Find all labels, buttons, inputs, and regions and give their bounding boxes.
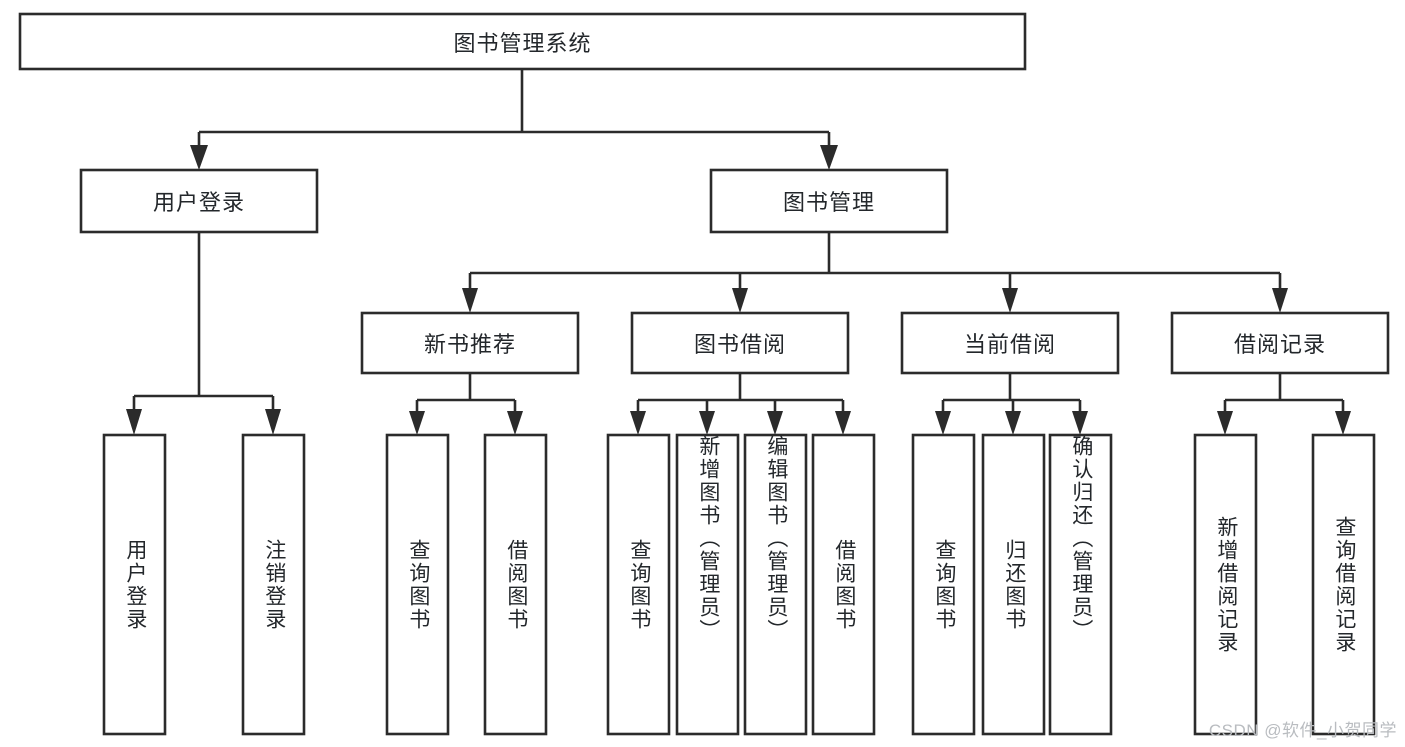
node-box-leaf-user-login[interactable] — [102, 433, 167, 736]
arrow-head-book-borrow — [732, 288, 748, 313]
node-box-leaf-return-book[interactable] — [981, 433, 1046, 736]
node-box-leaf-query-book-1[interactable] — [385, 433, 450, 736]
node-box-leaf-edit-book[interactable] — [743, 433, 808, 736]
arrow-head-user-login — [190, 145, 208, 170]
arrow-head-leaf-logout-login — [265, 409, 281, 435]
node-box-leaf-query-borrow-record[interactable] — [1311, 433, 1376, 736]
arrow-head-leaf-user-login — [126, 409, 142, 435]
arrow-head-leaf-query-book-1 — [409, 411, 425, 435]
node-box-leaf-add-book[interactable] — [675, 433, 740, 736]
arrow-head-leaf-borrow-book-1 — [507, 411, 523, 435]
arrow-head-leaf-query-book-2 — [630, 411, 646, 435]
node-box-leaf-query-book-3[interactable] — [911, 433, 976, 736]
arrow-head-leaf-query-book-3 — [935, 411, 951, 435]
node-box-user-login[interactable] — [79, 168, 319, 234]
arrow-head-leaf-query-borrow-record — [1335, 411, 1351, 435]
connector-layer — [126, 69, 1351, 435]
node-box-leaf-borrow-book-1[interactable] — [483, 433, 548, 736]
node-box-book-borrow[interactable] — [630, 311, 850, 375]
arrow-head-leaf-edit-book — [767, 411, 783, 435]
arrow-head-current-borrow — [1002, 288, 1018, 313]
node-box-leaf-query-book-2[interactable] — [606, 433, 671, 736]
arrow-head-leaf-add-borrow-record — [1217, 411, 1233, 435]
node-layer — [18, 12, 1390, 736]
arrow-head-new-book-recommend — [462, 288, 478, 313]
arrow-head-leaf-confirm-return — [1072, 411, 1088, 435]
node-box-root[interactable] — [18, 12, 1027, 71]
node-box-leaf-logout-login[interactable] — [241, 433, 306, 736]
node-box-borrow-record[interactable] — [1170, 311, 1390, 375]
node-box-book-management[interactable] — [709, 168, 949, 234]
node-box-new-book-recommend[interactable] — [360, 311, 580, 375]
node-box-current-borrow[interactable] — [900, 311, 1120, 375]
arrow-head-leaf-borrow-book-2 — [835, 411, 851, 435]
node-box-leaf-add-borrow-record[interactable] — [1193, 433, 1258, 736]
arrow-head-book-management — [820, 145, 838, 170]
arrow-head-leaf-add-book — [699, 411, 715, 435]
node-box-leaf-confirm-return[interactable] — [1048, 433, 1113, 736]
arrow-head-borrow-record — [1272, 288, 1288, 313]
node-box-leaf-borrow-book-2[interactable] — [811, 433, 876, 736]
arrow-head-leaf-return-book — [1005, 411, 1021, 435]
